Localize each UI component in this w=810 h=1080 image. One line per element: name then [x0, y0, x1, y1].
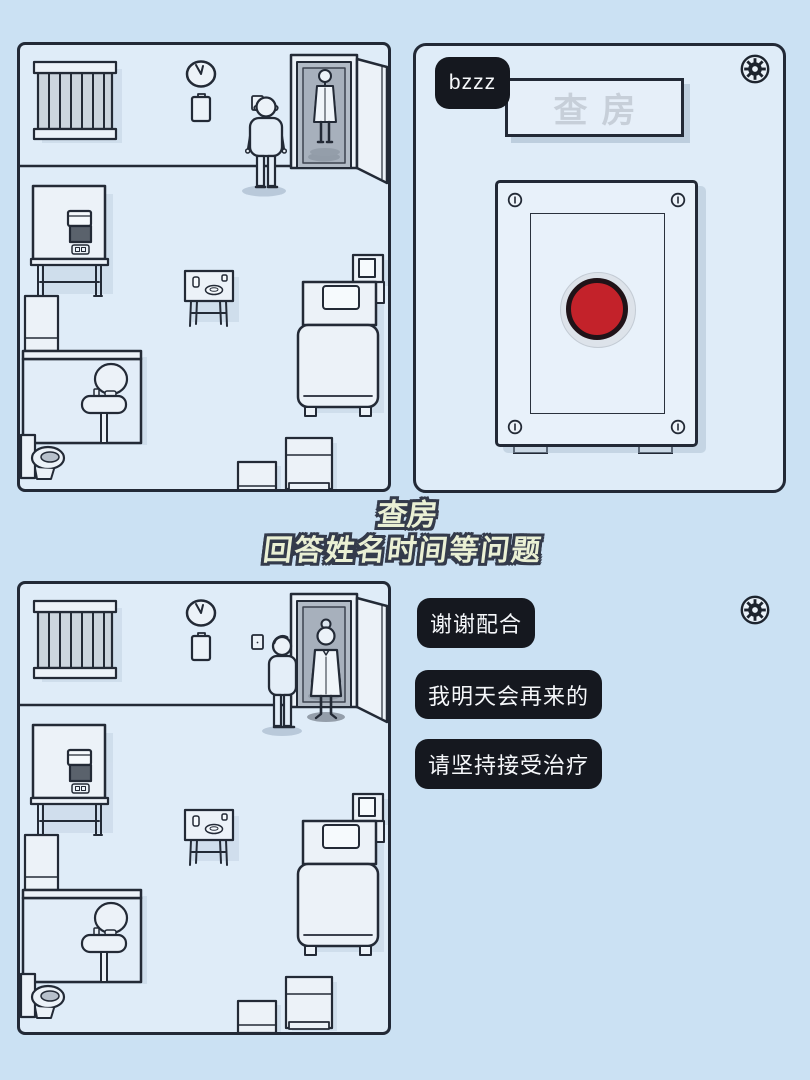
gear-icon[interactable] [739, 594, 771, 626]
walkthrough-caption: 查房 回答姓名时间等问题 [0, 499, 810, 569]
red-call-button[interactable] [566, 278, 628, 340]
dialogue-bubble[interactable]: 谢谢配合 [417, 598, 536, 648]
scene-panel-room-visit [17, 42, 391, 492]
screw-icon [507, 192, 523, 208]
room-sign-label: 查房 [553, 92, 650, 130]
patient-figure [240, 96, 288, 198]
dialogue-text: 我明天会再来的 [428, 683, 590, 709]
gear-icon[interactable] [739, 53, 771, 85]
dialogue-text: 请坚持接受治疗 [428, 753, 590, 778]
dialogue-bubble[interactable]: 请坚持接受治疗 [415, 739, 603, 789]
button-bezel [560, 272, 636, 348]
dialogue-text: 谢谢配合 [430, 612, 523, 637]
dialogue-bubble[interactable]: 我明天会再来的 [415, 670, 603, 719]
room-sign: 查房 [505, 78, 684, 137]
room-scene-top [20, 53, 388, 489]
caption-line2: 回答姓名时间等问题 [261, 535, 545, 567]
caption-line1: 查房 [375, 499, 440, 532]
sfx-label: bzzz [448, 71, 497, 94]
screw-icon [670, 192, 686, 208]
screw-icon [670, 419, 686, 435]
plate-inner-frame [530, 213, 665, 414]
call-button-plate [495, 180, 698, 447]
scene-panel-room-farewell [17, 581, 391, 1035]
sfx-bubble: bzzz [435, 57, 510, 109]
screw-icon [507, 419, 523, 435]
room-scene-bottom [20, 592, 388, 1032]
